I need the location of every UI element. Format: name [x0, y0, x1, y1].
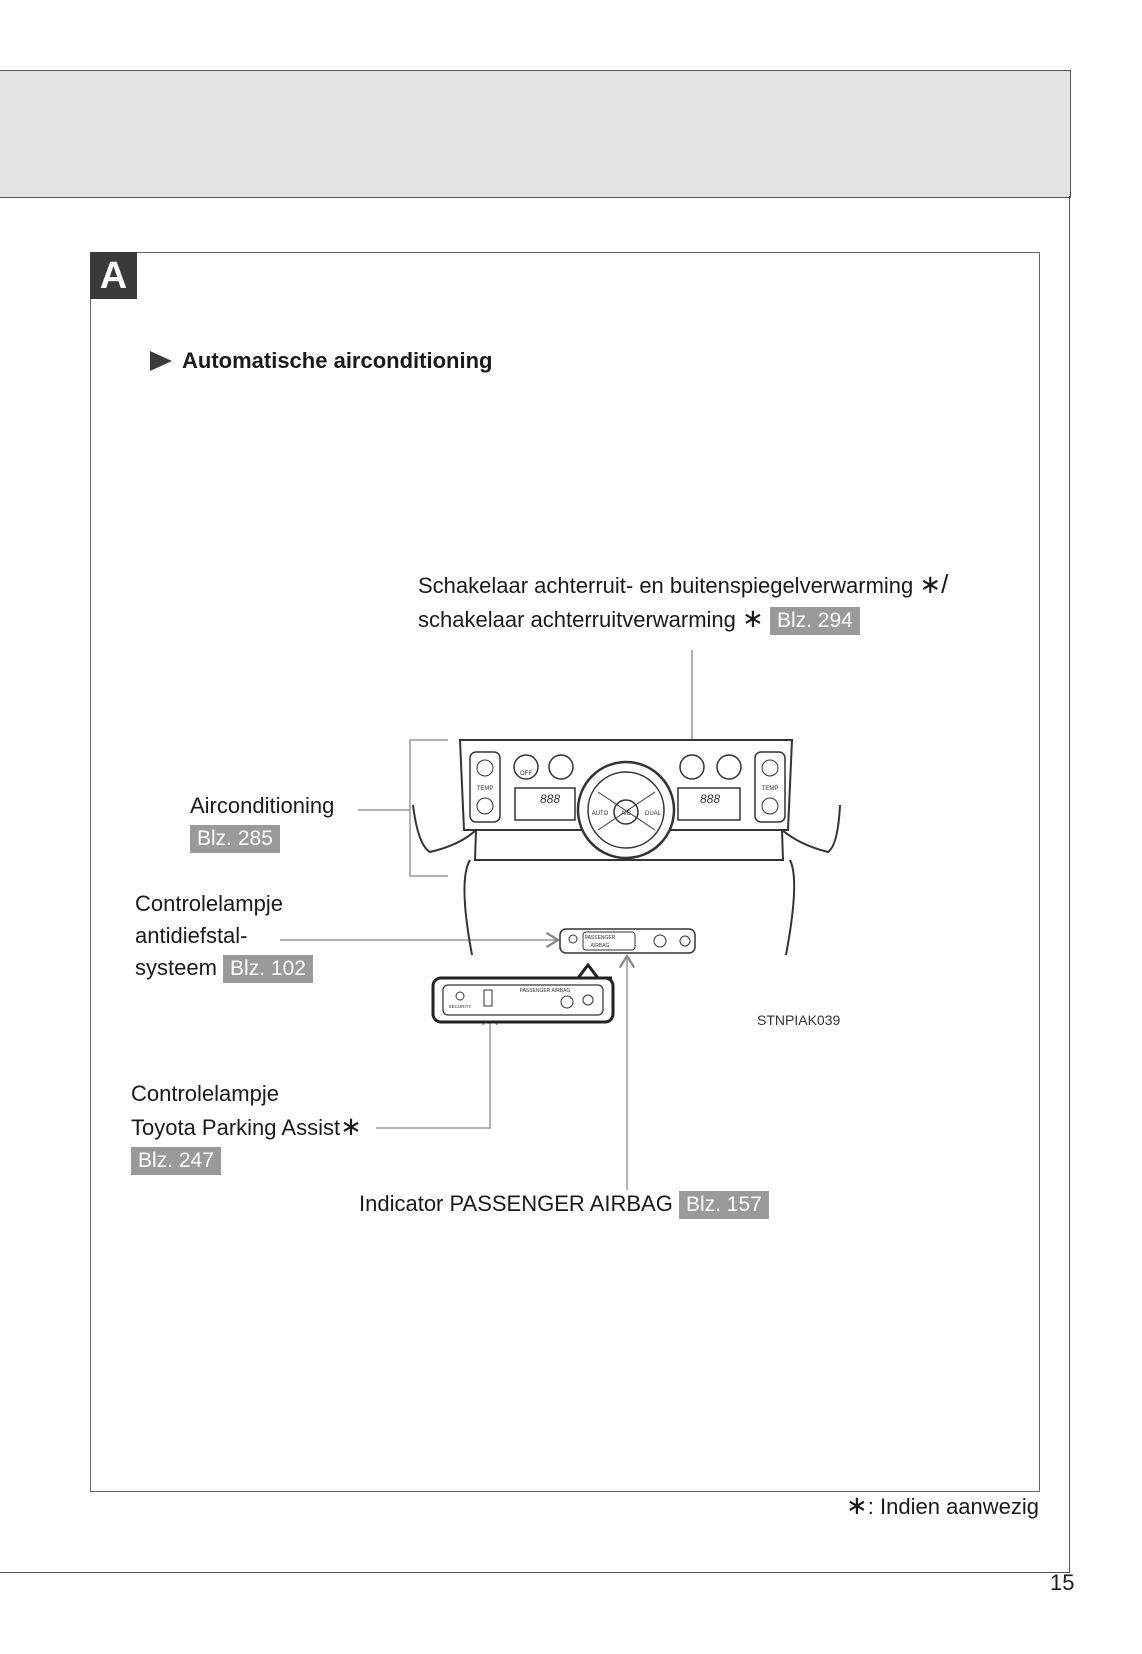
fan-off-button-icon[interactable] [513, 754, 539, 780]
security-indicator-icon [568, 934, 578, 944]
rear-defogger-line1-suffix: ∗/ [919, 569, 949, 599]
indicator-strip: PASSENGER AIRBAG [559, 928, 696, 954]
security-line1: Controlelampje [135, 891, 283, 916]
content-frame [90, 252, 1040, 1492]
display-left [514, 787, 576, 821]
ac-label: A/C [621, 811, 632, 817]
airbag-label: Indicator PASSENGER AIRBAG [359, 1191, 673, 1216]
section-heading: Automatische airconditioning [150, 348, 492, 374]
section-badge: A [90, 252, 137, 299]
inset-seatbelt-icon [582, 994, 594, 1006]
aircon-page-ref[interactable]: Blz. 285 [190, 825, 280, 853]
security-page-ref[interactable]: Blz. 102 [223, 955, 313, 983]
dashboard-outline [412, 804, 841, 956]
footnote-text: : Indien aanwezig [867, 1494, 1040, 1519]
display-right-readout: 888 [700, 792, 720, 806]
security-line3: systeem [135, 955, 217, 980]
airbag-off-icon [653, 934, 667, 948]
parking-assist-line2: Toyota Parking Assist [131, 1115, 341, 1140]
inset-security-label: SECURITY [449, 1004, 472, 1009]
image-code: STNPIAK039 [757, 1012, 841, 1028]
callout-aircon: Airconditioning Blz. 285 [190, 790, 334, 854]
auto-label: AUTO [592, 811, 609, 817]
inset-airbag-off-icon [560, 995, 574, 1009]
off-label: OFF [520, 771, 532, 777]
page-number: 15 [1050, 1570, 1075, 1595]
center-dial[interactable] [576, 760, 676, 860]
parking-assist-line1: Controlelampje [131, 1081, 279, 1106]
triangle-bullet-icon [150, 351, 172, 371]
rear-defogger-line2-suffix: ∗ [742, 603, 764, 633]
callout-parking-assist: Controlelampje Toyota Parking Assist∗ Bl… [131, 1078, 362, 1176]
callout-airbag: Indicator PASSENGER AIRBAG Blz. 157 [359, 1188, 769, 1220]
ac-button-icon[interactable] [613, 799, 639, 825]
airbag-label-small: AIRBAG [591, 943, 610, 949]
front-defrost-button-icon[interactable] [548, 754, 574, 780]
rear-defogger-page-ref[interactable]: Blz. 294 [769, 607, 860, 635]
header-band [0, 70, 1071, 198]
display-right [677, 787, 741, 821]
seatbelt-icon [679, 935, 691, 947]
aircon-label: Airconditioning [190, 793, 335, 818]
heading-text: Automatische airconditioning [182, 348, 493, 373]
recirculation-button-icon[interactable] [716, 754, 742, 780]
rear-defogger-button-icon[interactable] [679, 754, 705, 780]
passenger-label: PASSENGER [585, 935, 616, 941]
airbag-page-ref[interactable]: Blz. 157 [678, 1191, 769, 1219]
aircon-bracket [409, 739, 448, 877]
page-right-rule [1069, 196, 1070, 1572]
inset-security-icon [455, 991, 465, 1001]
page-bottom-rule [0, 1572, 1070, 1573]
parking-assist-suffix: ∗ [340, 1111, 362, 1141]
parking-assist-icon [483, 989, 493, 1007]
inset-indicator-panel: SECURITY PASSENGER AIRBAG [431, 962, 615, 1024]
callout-rear-defogger: Schakelaar achterruit- en buitenspiegelv… [418, 568, 948, 636]
footnote: ∗: Indien aanwezig [846, 1490, 1039, 1521]
rear-defogger-line1: Schakelaar achterruit- en buitenspiegelv… [418, 573, 914, 598]
parking-assist-page-ref[interactable]: Blz. 247 [131, 1147, 221, 1175]
security-line2: antidiefstal- [135, 923, 248, 948]
dual-label: DUAL [645, 811, 662, 817]
leader-parking-assist [376, 1013, 490, 1129]
ac-control-panel: TEMP TEMP OFF 888 888 A/C AUTO DUAL [458, 739, 794, 860]
inset-passenger-airbag-label: PASSENGER AIRBAG [520, 988, 571, 994]
temp-label-right: TEMP [762, 786, 779, 792]
callout-security: Controlelampje antidiefstal- systeem Blz… [135, 888, 313, 984]
rear-defogger-line2: schakelaar achterruitverwarming [418, 607, 736, 632]
display-left-readout: 888 [540, 792, 560, 806]
temp-label-left: TEMP [477, 786, 494, 792]
footnote-symbol: ∗ [846, 1490, 868, 1520]
